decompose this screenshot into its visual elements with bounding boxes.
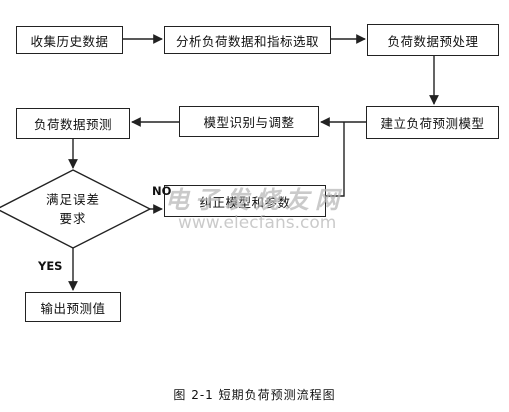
- analyze-load-data-label: 分析负荷数据和指标选取: [175, 33, 319, 49]
- collect-history-data-box: 收集历史数据: [16, 26, 123, 54]
- decision-label: 满足误差 要求: [23, 190, 123, 228]
- no-label: NO: [152, 184, 172, 198]
- load-forecast-label: 负荷数据预测: [33, 117, 112, 132]
- figure-caption: 图 2-1 短期负荷预测流程图: [173, 388, 336, 402]
- collect-history-data-label: 收集历史数据: [30, 33, 109, 49]
- model-identification-label: 模型识别与调整: [203, 115, 295, 130]
- correct-model-label: 纠正模型和参数: [199, 194, 291, 210]
- correct-model-box: 纠正模型和参数: [164, 185, 326, 217]
- build-forecast-model-box: 建立负荷预测模型: [366, 106, 499, 139]
- output-forecast-label: 输出预测值: [40, 300, 106, 316]
- decision-label-line2: 要求: [59, 211, 87, 226]
- preprocess-load-data-label: 负荷数据预处理: [387, 33, 479, 49]
- yes-label: YES: [38, 259, 63, 273]
- watermark-url: www.elecfans.com: [178, 213, 337, 233]
- edge-correct-identify: [326, 122, 345, 197]
- output-forecast-box: 输出预测值: [25, 292, 121, 322]
- model-identification-box: 模型识别与调整: [179, 106, 319, 137]
- watermark-text: 电子发烧友网: [165, 185, 345, 214]
- load-forecast-box: 负荷数据预测: [16, 108, 130, 139]
- build-forecast-model-label: 建立负荷预测模型: [380, 116, 485, 131]
- analyze-load-data-box: 分析负荷数据和指标选取: [164, 26, 331, 54]
- preprocess-load-data-box: 负荷数据预处理: [367, 24, 499, 56]
- decision-label-line1: 满足误差: [45, 192, 100, 207]
